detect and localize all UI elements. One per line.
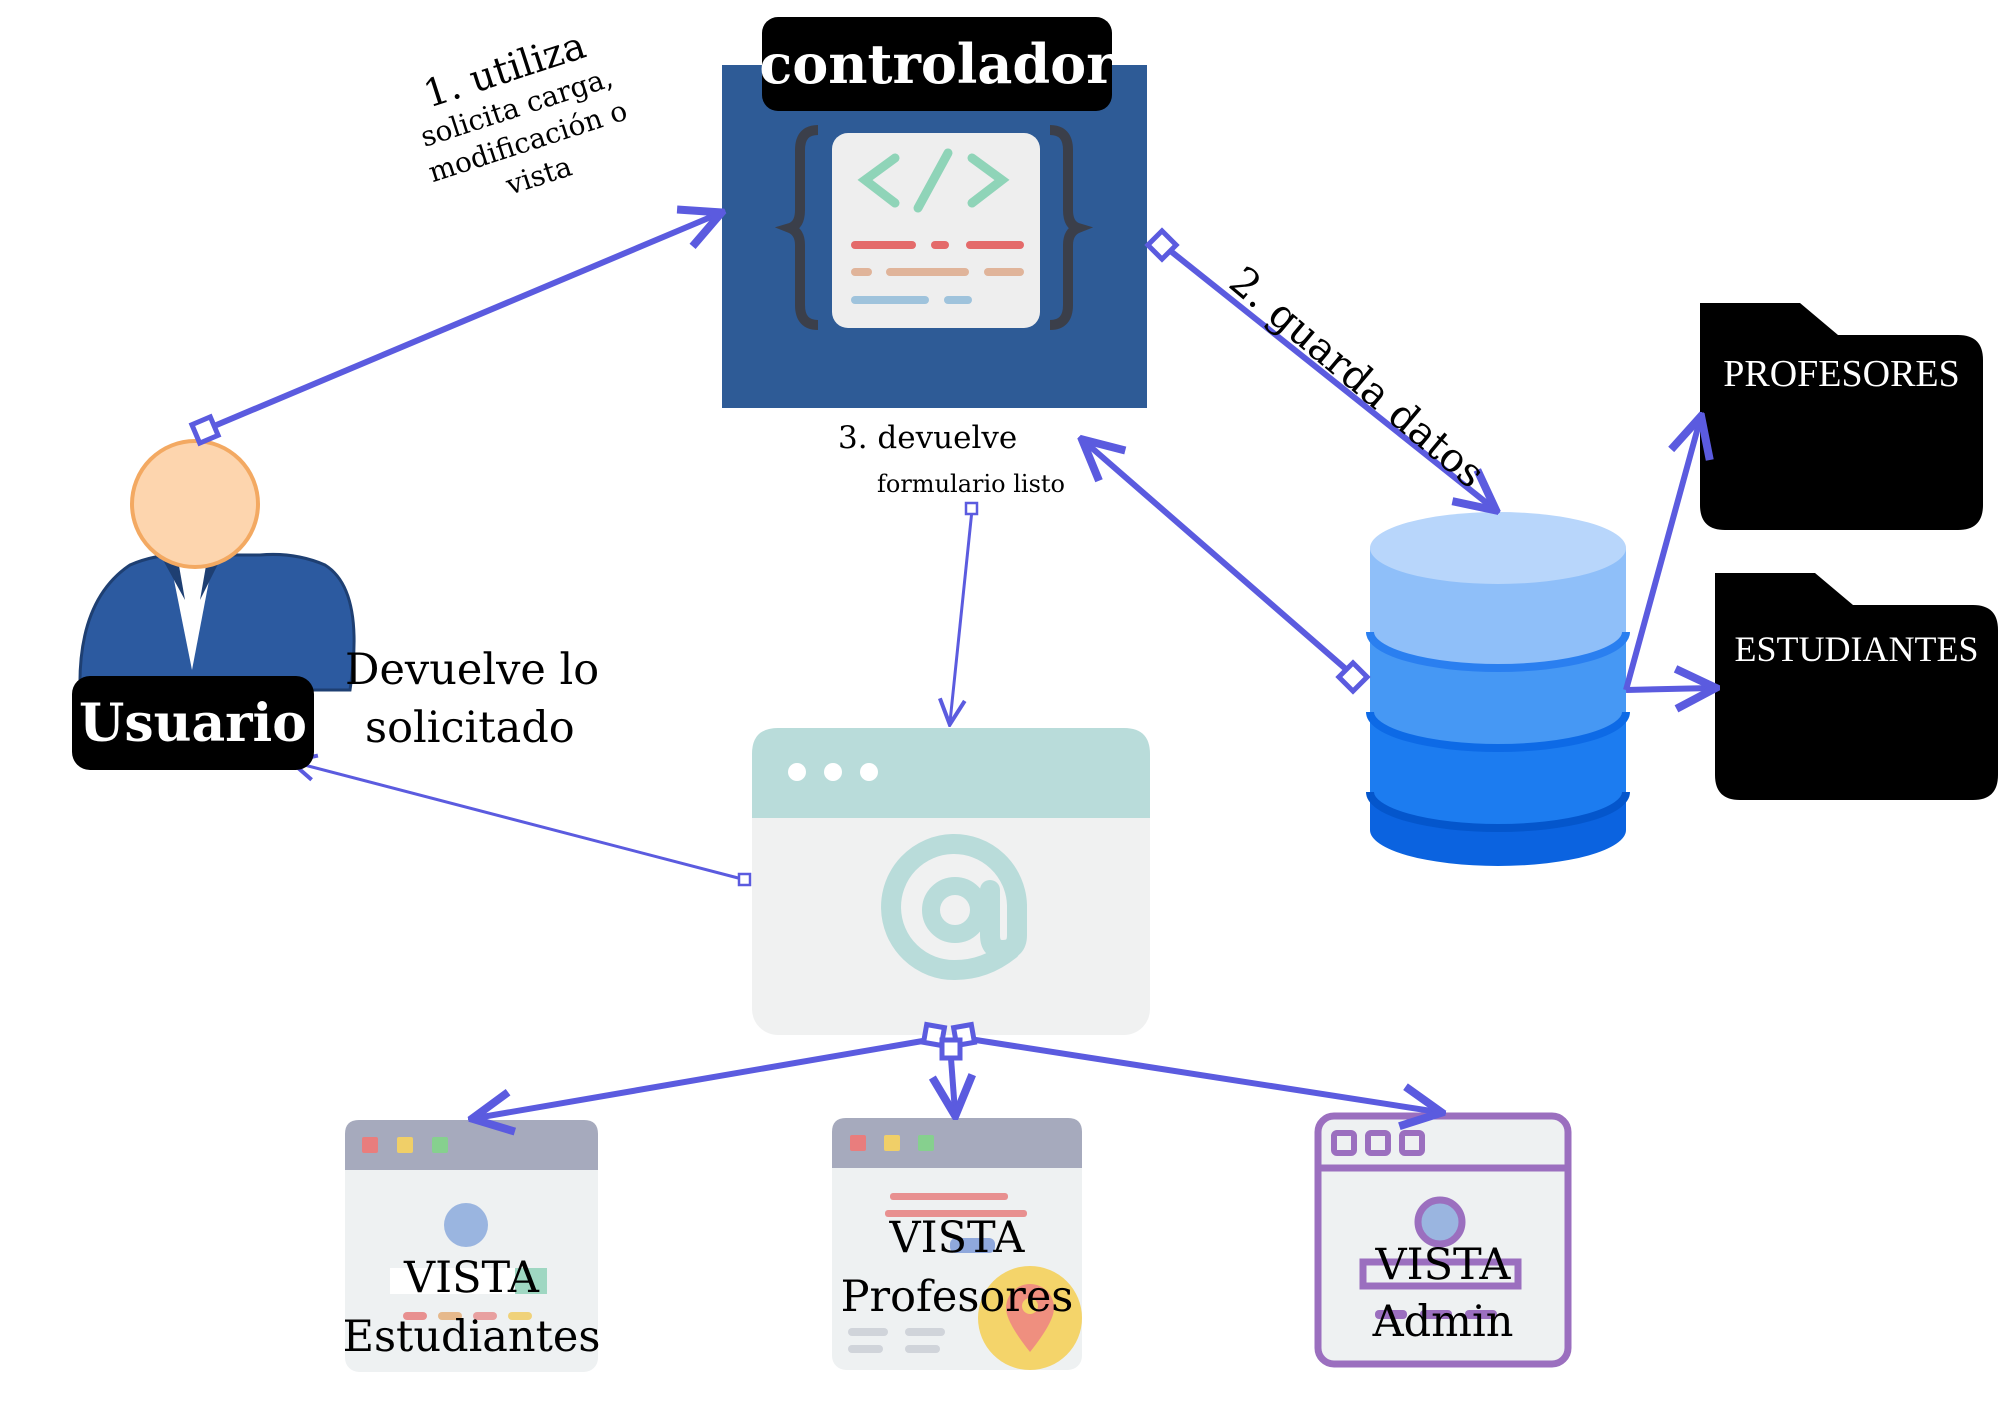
user-node bbox=[78, 439, 356, 692]
arrow-returns-to-user bbox=[293, 762, 752, 887]
code-icon bbox=[774, 125, 1094, 330]
view-estudiantes-window bbox=[345, 1120, 598, 1372]
view-profesores-label-1: VISTA bbox=[889, 1213, 1025, 1263]
arrow-db-to-profesores bbox=[1623, 420, 1700, 691]
controller-title: controlador bbox=[759, 17, 1115, 111]
arrow-to-view-admin bbox=[962, 1035, 1438, 1112]
form-bottom-connectors bbox=[920, 1021, 978, 1061]
user-label: Usuario bbox=[72, 676, 314, 770]
arrow-to-view-estudiantes bbox=[476, 1035, 941, 1118]
arrow-saves-data bbox=[1144, 227, 1493, 508]
view-admin-label-1: VISTA bbox=[1375, 1240, 1511, 1290]
map-pin-icon bbox=[1006, 1284, 1054, 1352]
edge-returns-user-line1: Devuelve lo bbox=[345, 645, 600, 695]
edge-returns-subtitle: formulario listo bbox=[877, 470, 1065, 498]
database-icon bbox=[1366, 512, 1630, 866]
view-profesores-window bbox=[832, 1118, 1082, 1370]
arrow-uses bbox=[188, 214, 718, 447]
folder-estudiantes-icon bbox=[1715, 573, 1998, 800]
edge-returns-title: 3. devuelve bbox=[838, 420, 1018, 456]
edge-returns-user-line2: solicitado bbox=[365, 703, 575, 753]
controller-node bbox=[722, 65, 1147, 408]
folder-profesores-icon bbox=[1700, 303, 1983, 530]
view-estudiantes-label-1: VISTA bbox=[404, 1253, 539, 1303]
folder-profesores-label: PROFESORES bbox=[1723, 353, 1960, 395]
arrow-db-to-estudiantes bbox=[1625, 688, 1712, 690]
view-profesores-label-2: Profesores bbox=[840, 1272, 1074, 1322]
person-icon bbox=[78, 439, 356, 692]
folder-estudiantes-label: ESTUDIANTES bbox=[1734, 629, 1979, 669]
view-admin-label-2: Admin bbox=[1372, 1297, 1514, 1347]
arrow-db-to-controller bbox=[1085, 442, 1371, 695]
view-estudiantes-label-2: Estudiantes bbox=[342, 1312, 601, 1362]
at-sign-icon bbox=[881, 834, 1027, 981]
form-browser-window bbox=[752, 728, 1150, 1035]
arrow-returns-form bbox=[950, 501, 979, 722]
